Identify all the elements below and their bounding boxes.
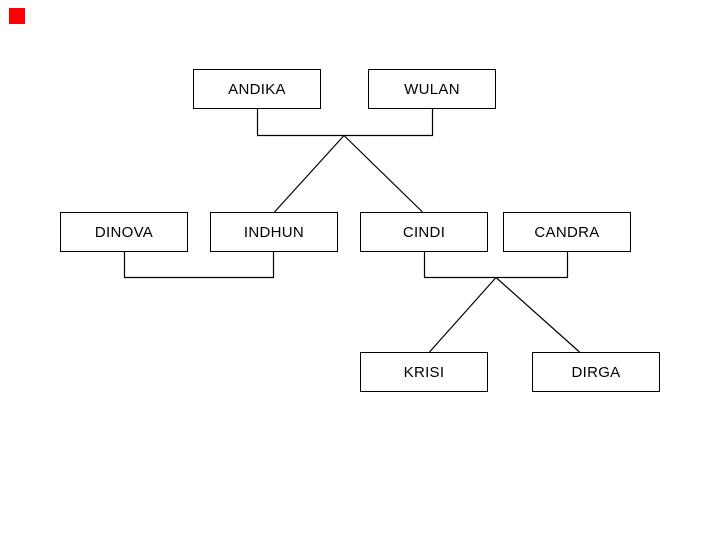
descent-line-to-dirga: [495, 277, 580, 353]
node-krisi: KRISI: [360, 352, 488, 392]
node-indhun-label: INDHUN: [243, 223, 305, 241]
node-wulan-label: WULAN: [404, 80, 460, 98]
node-dinova: DINOVA: [60, 212, 188, 252]
descent-line-to-krisi: [429, 277, 497, 353]
node-cindi: CINDI: [360, 212, 488, 252]
descent-line-to-indhun: [274, 135, 345, 213]
descent-line-to-cindi: [343, 135, 423, 213]
node-candra-label: CANDRA: [534, 223, 600, 241]
node-krisi-label: KRISI: [403, 363, 445, 381]
node-andika: ANDIKA: [193, 69, 321, 109]
node-andika-label: ANDIKA: [228, 80, 286, 98]
couple-connector-andika-wulan: [256, 109, 434, 137]
node-cindi-label: CINDI: [402, 223, 446, 241]
red-square-marker: [9, 8, 25, 24]
node-candra: CANDRA: [503, 212, 631, 252]
node-wulan: WULAN: [368, 69, 496, 109]
node-dirga-label: DIRGA: [571, 363, 621, 381]
couple-connector-dinova-indhun: [123, 252, 275, 279]
node-dirga: DIRGA: [532, 352, 660, 392]
node-indhun: INDHUN: [210, 212, 338, 252]
couple-connector-cindi-candra: [423, 252, 569, 279]
node-dinova-label: DINOVA: [94, 223, 154, 241]
